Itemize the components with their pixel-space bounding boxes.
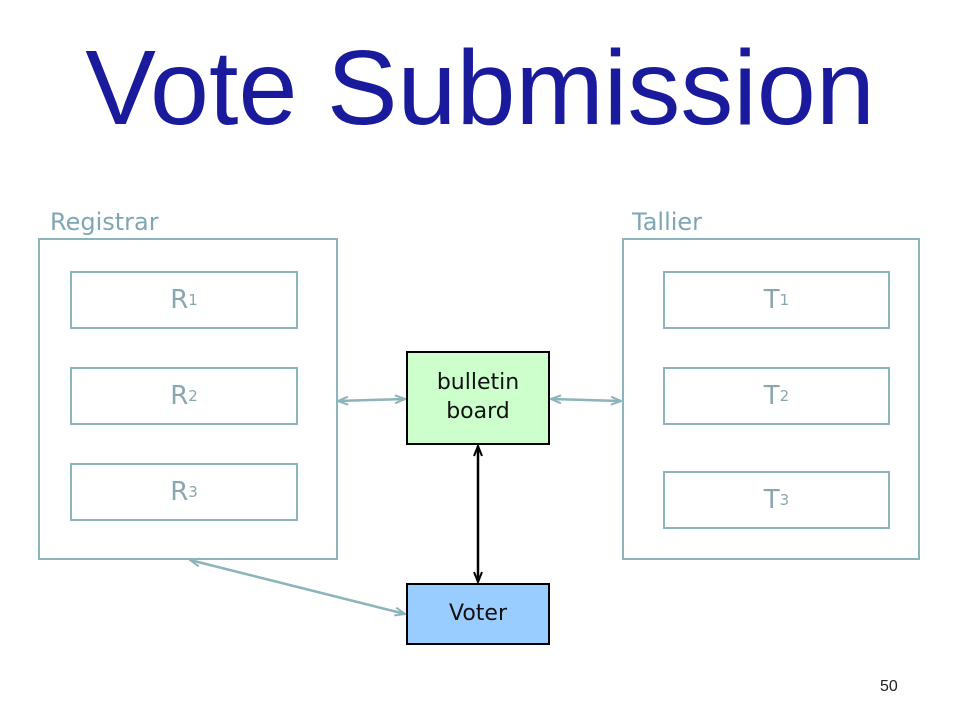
node-letter: R	[170, 381, 189, 411]
node-letter: T	[763, 381, 780, 411]
tallier-label: Tallier	[632, 208, 703, 236]
arrow-voter-registrar	[190, 560, 405, 614]
node-letter: T	[763, 485, 780, 515]
voter-box: Voter	[406, 583, 550, 645]
tallier-box	[622, 238, 920, 560]
voter-label: Voter	[448, 600, 507, 626]
arrow-bulletin-tallier	[551, 399, 621, 401]
node-subscript: 2	[188, 387, 198, 405]
bulletin-board-box: bulletin board	[406, 351, 550, 445]
page-number: 50	[880, 678, 898, 695]
node-letter: R	[170, 477, 189, 507]
node-subscript: 1	[779, 291, 790, 309]
node-letter: T	[763, 285, 780, 315]
node-subscript: 1	[188, 291, 198, 309]
bulletin-board-line1: bulletin	[436, 370, 520, 396]
bulletin-board-line2: board	[446, 399, 510, 424]
arrow-registrar-bulletin	[338, 399, 405, 401]
node-subscript: 3	[188, 483, 198, 501]
node-subscript: 3	[779, 491, 790, 509]
slide-title: Vote Submission	[85, 29, 875, 147]
bulletin-board-label: bulletin board	[437, 369, 519, 426]
node-letter: R	[170, 285, 189, 315]
node-subscript: 2	[779, 387, 790, 405]
registrar-label: Registrar	[50, 208, 159, 236]
